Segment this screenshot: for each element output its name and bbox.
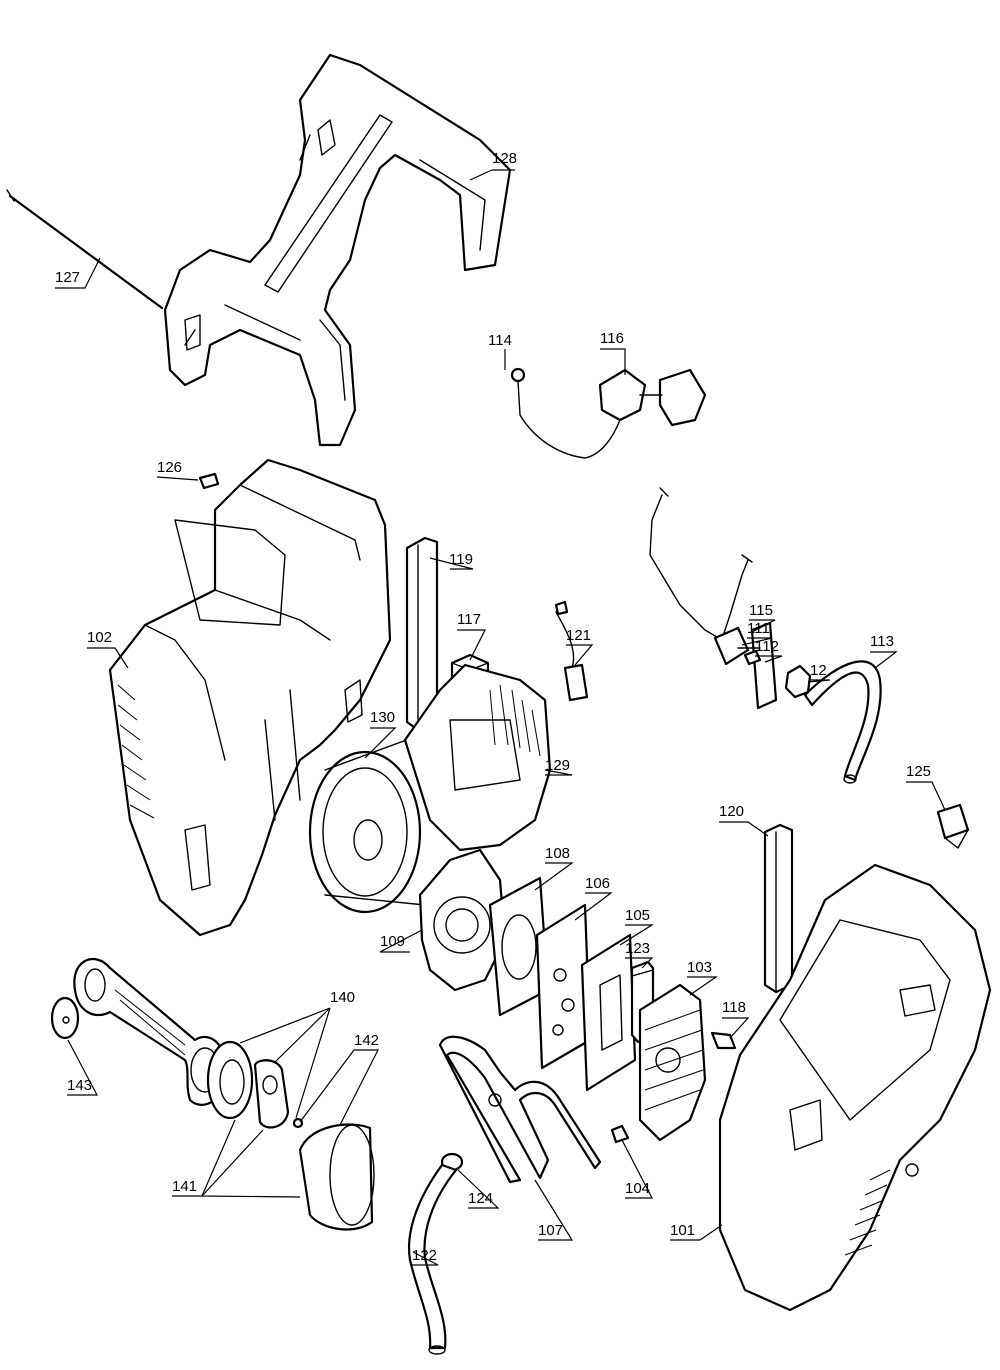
callout-107: 107 — [538, 1222, 563, 1239]
right-shroud-part — [718, 863, 992, 1312]
left-shroud-part — [108, 458, 392, 937]
connecting-rod-part — [73, 957, 227, 1106]
callout-124: 124 — [468, 1190, 493, 1207]
callout-121: 121 — [566, 627, 591, 644]
leader-lines — [55, 169, 946, 1266]
callout-126: 126 — [157, 459, 182, 476]
callout-143: 143 — [67, 1077, 92, 1094]
bolt-118-part — [710, 1031, 737, 1050]
callout-102: 102 — [87, 629, 112, 646]
head-103-part — [638, 983, 707, 1142]
callout-114: 114 — [488, 332, 512, 349]
callout-120: 120 — [719, 803, 744, 820]
fitting-12-part — [784, 664, 812, 699]
washer-143-part — [50, 996, 80, 1040]
callout-125: 125 — [906, 763, 931, 780]
motor-129-part — [403, 663, 552, 852]
callout-106: 106 — [585, 875, 610, 892]
callout-141: 141 — [172, 1178, 197, 1195]
callout-104: 104 — [625, 1180, 650, 1197]
callout-128: 128 — [492, 150, 517, 167]
callout-103: 103 — [687, 959, 712, 976]
handle-part — [163, 53, 512, 447]
callout-123: 123 — [625, 940, 650, 957]
callout-12: 12 — [810, 662, 827, 679]
callout-129: 129 — [545, 757, 570, 774]
callout-115: 115 — [749, 602, 773, 619]
hose-122-part — [408, 1163, 458, 1355]
callout-119: 119 — [449, 551, 473, 568]
callout-112: 112 — [755, 638, 779, 655]
callout-140: 140 — [330, 989, 355, 1006]
callout-105: 105 — [625, 907, 650, 924]
brush-121-part — [554, 600, 589, 702]
callout-116: 116 — [600, 330, 624, 347]
callout-101: 101 — [670, 1222, 695, 1239]
callout-117: 117 — [457, 611, 481, 628]
wire-harness-116-part — [510, 367, 707, 459]
callout-113: 113 — [870, 633, 894, 650]
callout-122: 122 — [412, 1247, 437, 1264]
gasket-105-part — [580, 933, 637, 1092]
pressure-switch-111-part — [649, 487, 762, 666]
tube-107-part — [438, 1035, 602, 1184]
callout-127: 127 — [55, 269, 80, 286]
callout-118: 118 — [722, 999, 746, 1016]
switch-125-part — [936, 803, 970, 849]
callout-labels: 128 127 114 116 126 119 117 121 102 130 … — [55, 150, 931, 1264]
callout-142: 142 — [354, 1032, 379, 1049]
clip-104-part — [610, 1124, 630, 1144]
callout-130: 130 — [370, 709, 395, 726]
compressor-109-part — [418, 848, 507, 992]
piston-parts-140-part — [206, 1040, 304, 1129]
rod-part — [6, 189, 164, 310]
screw-126-part — [198, 472, 220, 490]
sleeve-142-part — [298, 1123, 375, 1231]
callout-108: 108 — [545, 845, 570, 862]
callout-111: 111 — [747, 620, 770, 637]
callout-109: 109 — [380, 933, 405, 950]
filter-pad-120-part — [763, 823, 794, 994]
belt-wheel-130-part — [308, 734, 461, 914]
hose-113-part — [803, 660, 882, 784]
